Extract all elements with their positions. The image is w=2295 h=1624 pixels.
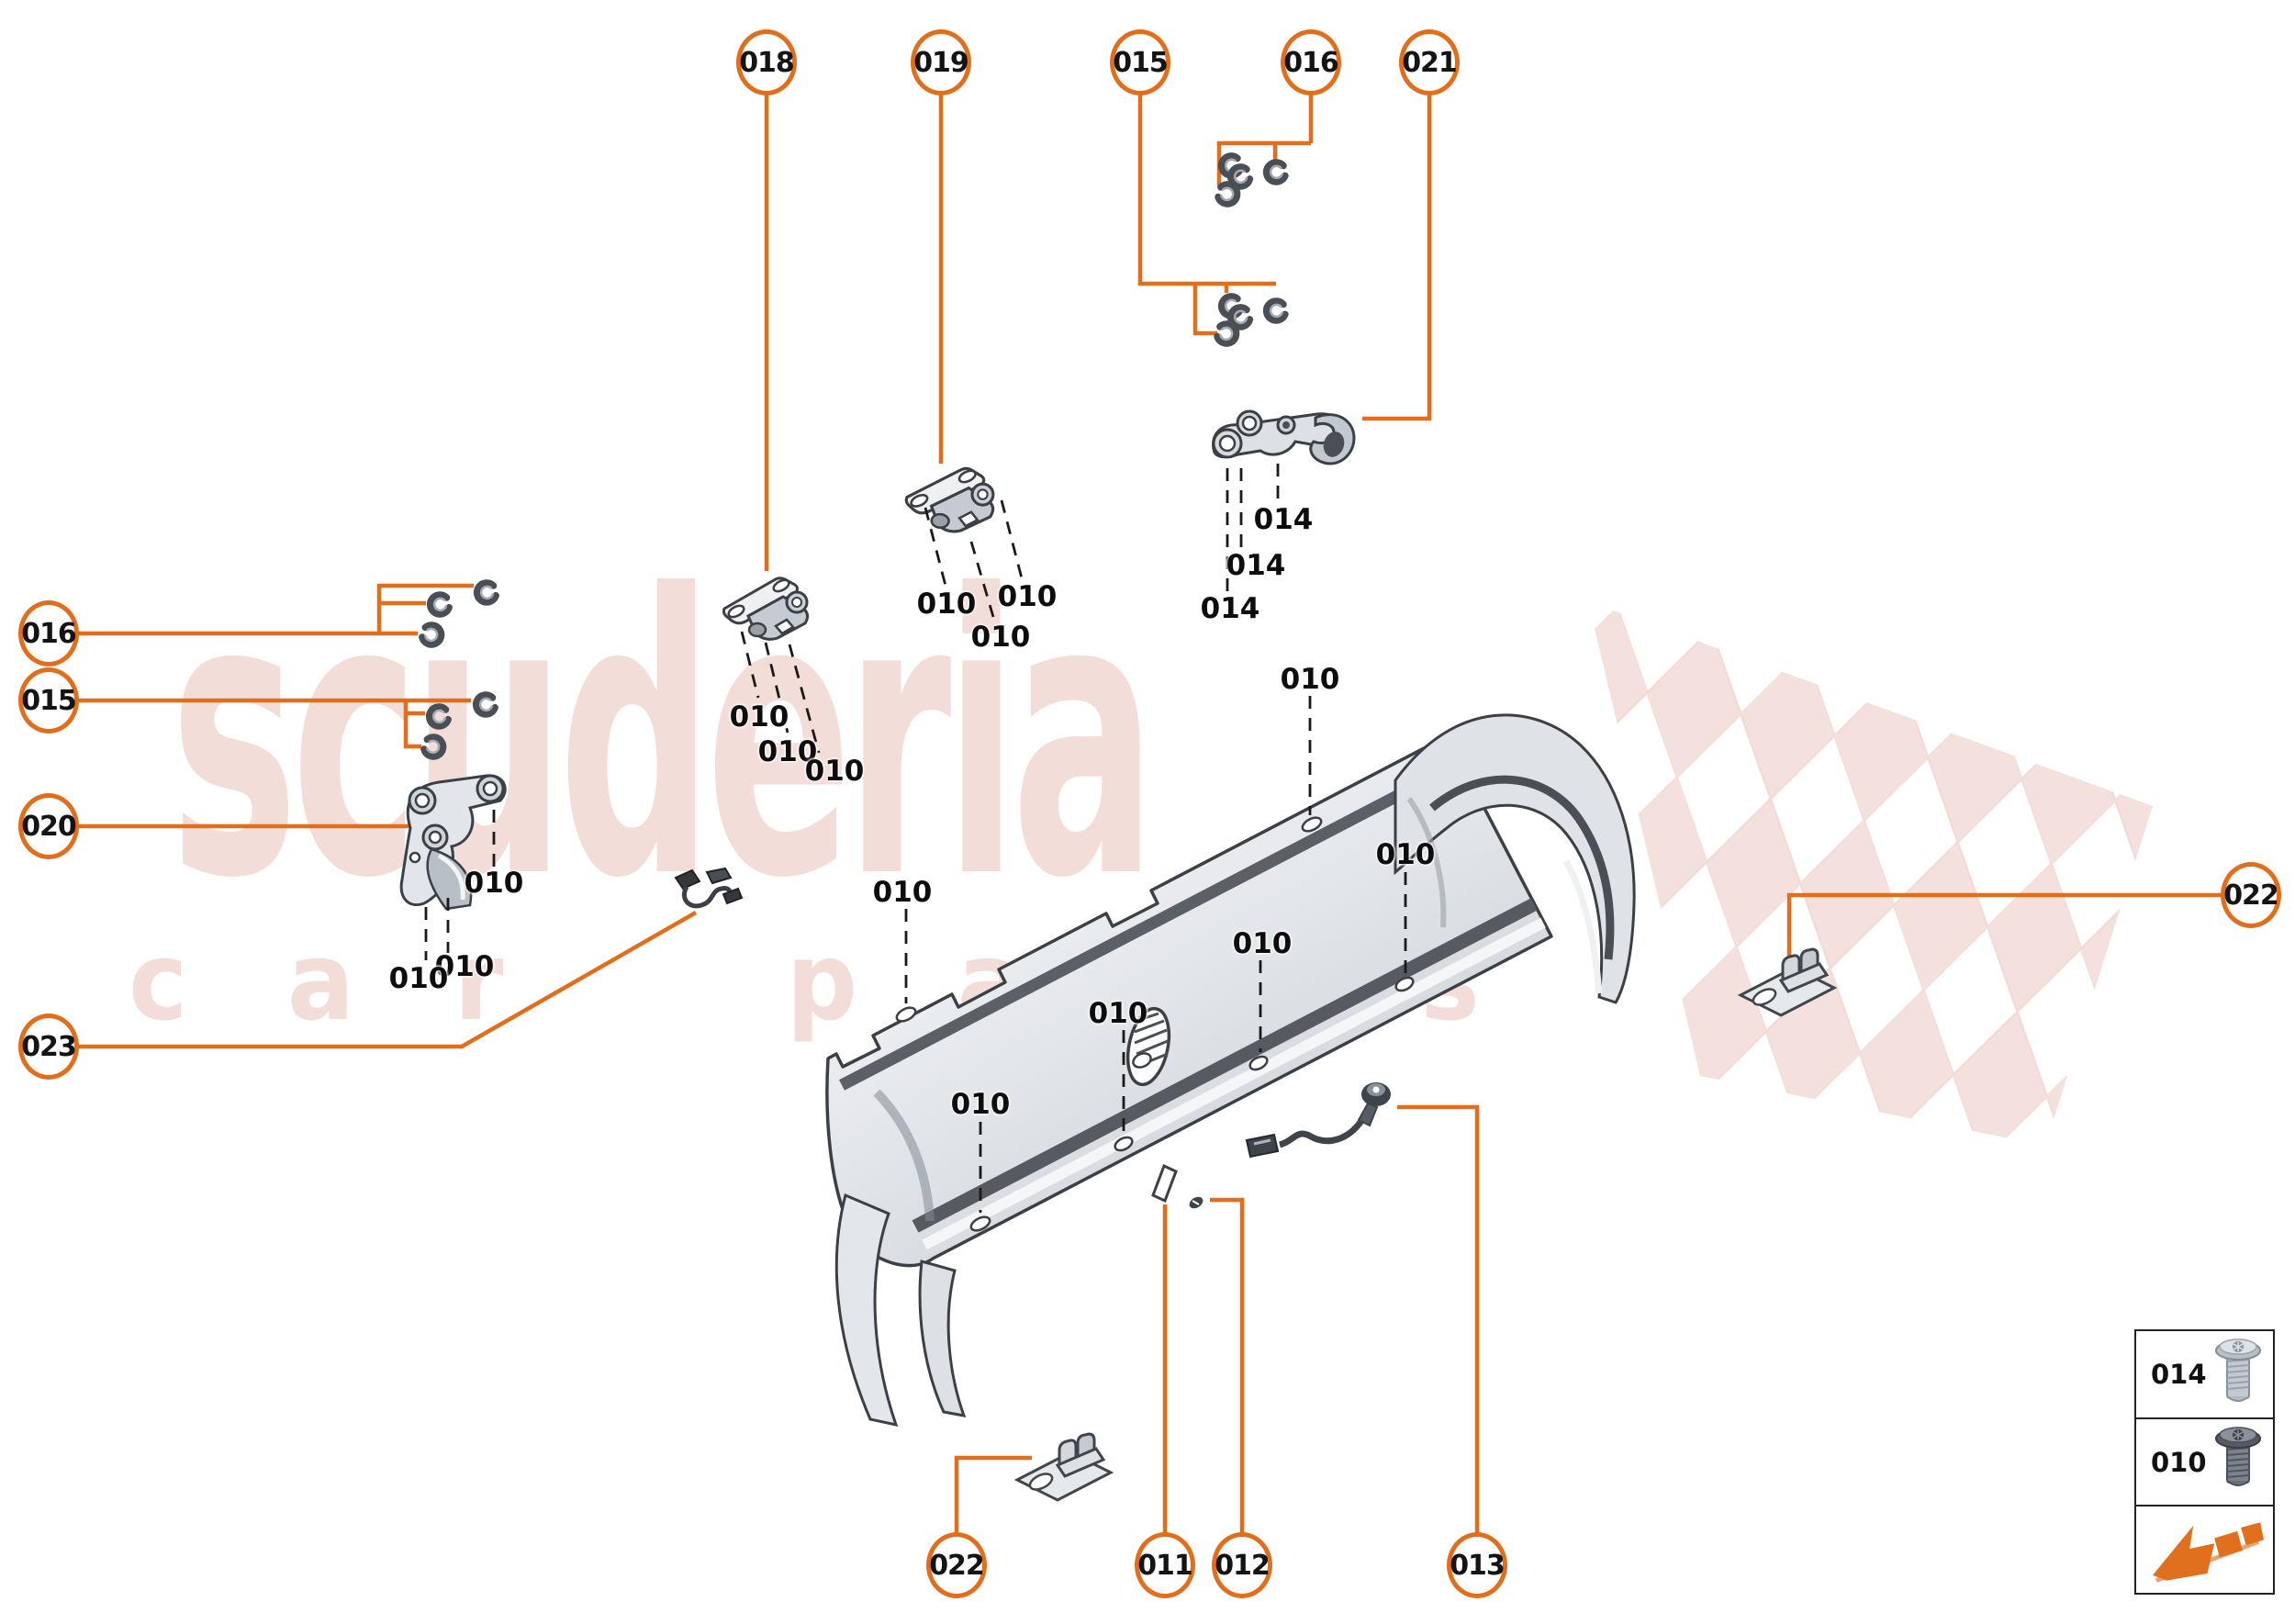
legend-row-010: 010 (2136, 1419, 2273, 1507)
part-number-label: 010 (757, 735, 818, 768)
bracket-019 (903, 464, 997, 535)
part-number-label: 014 (1226, 549, 1286, 582)
part-number-label: 010 (1280, 663, 1340, 696)
part-number-label: 010 (1088, 997, 1148, 1030)
part-number-label: 010 (1232, 927, 1293, 960)
expander-rivet-011 (1151, 1163, 1178, 1204)
part-number-label: 010 (970, 621, 1031, 654)
legend-row-014: 014 (2136, 1331, 2273, 1419)
panel-slot-hole (1125, 1006, 1171, 1087)
part-number-label: 010 (729, 700, 789, 734)
callout-circle-021: 021 (1399, 29, 1460, 95)
legend-row-logo (2136, 1506, 2273, 1593)
callout-circle-016: 016 (1281, 29, 1341, 95)
part-number-label: 014 (1253, 503, 1314, 536)
part-number-label: 010 (997, 580, 1058, 613)
part-number-label: 010 (950, 1088, 1011, 1121)
part-number-label: 010 (872, 876, 933, 909)
part-number-label: 010 (388, 962, 449, 995)
sensor-cable-013 (1245, 1082, 1391, 1159)
bracket-018 (722, 576, 810, 641)
panel-screw-holes (895, 816, 1415, 1232)
part-number-label: 010 (464, 867, 524, 900)
leader-lines (75, 91, 2223, 1537)
screw-pan-head-icon (2215, 1338, 2261, 1402)
part-number-label: 010 (434, 950, 495, 983)
callout-circle-022: 022 (2221, 862, 2281, 928)
callout-circle-013: 013 (1447, 1532, 1507, 1598)
callout-circle-023: 023 (18, 1014, 79, 1080)
callout-circle-015: 015 (1110, 29, 1170, 95)
retaining-clips (420, 154, 1285, 759)
callout-circle-019: 019 (911, 29, 971, 95)
callout-circle-012: 012 (1212, 1532, 1272, 1598)
dashed-pointers (424, 464, 1407, 1213)
bracket-021 (1212, 409, 1356, 465)
clip-part-023 (674, 867, 744, 909)
legend-code-010: 010 (2151, 1446, 2207, 1478)
part-number-label: 010 (804, 755, 865, 788)
part-number-label: 014 (1200, 592, 1260, 625)
scuderia-arrow-logo (2152, 1522, 2264, 1584)
rear-panel-part (825, 713, 1636, 1428)
callout-circle-015: 015 (18, 667, 79, 734)
callout-circle-016: 016 (18, 600, 79, 666)
pin-012 (1189, 1196, 1203, 1209)
callout-circle-018: 018 (736, 29, 797, 95)
callout-circle-011: 011 (1135, 1532, 1195, 1598)
part-number-label: 010 (916, 588, 977, 621)
bracket-020 (399, 774, 507, 911)
fastener-legend: 014 010 (2134, 1329, 2275, 1595)
callout-circle-022: 022 (926, 1532, 987, 1598)
checkered-flag-watermark (1588, 601, 2153, 1146)
callout-circle-020: 020 (18, 793, 79, 859)
legend-code-014: 014 (2151, 1358, 2207, 1390)
screw-torx-dark-icon (2215, 1426, 2261, 1486)
bracket-022-bottom (1015, 1432, 1113, 1502)
part-number-label: 010 (1375, 838, 1436, 871)
